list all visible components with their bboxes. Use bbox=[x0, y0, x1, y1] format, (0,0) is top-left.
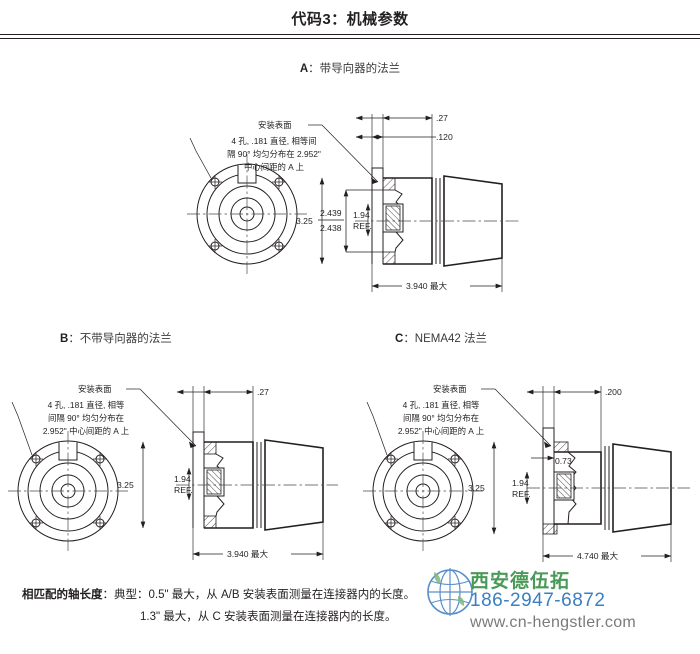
section-a-drawing: 安装表面 4 孔, .181 直径, 相等间 隔 90° 均匀分布在 2.952… bbox=[150, 96, 570, 316]
dim-a-ref-word: REF. bbox=[353, 221, 372, 231]
section-a-caption: A：带导向器的法兰 bbox=[0, 60, 700, 76]
dim-a-length: 3.940 最大 bbox=[406, 280, 447, 291]
dim-b-ref-word: REF. bbox=[174, 485, 193, 495]
mounting-holes bbox=[208, 175, 286, 253]
dim-a-ref-val: 1.94 bbox=[353, 210, 370, 220]
note-c-holes-line3: 2.952" 中心间距的 A 上 bbox=[398, 426, 484, 436]
section-c-caption: C：NEMA42 法兰 bbox=[395, 330, 487, 346]
note-c-mounting-surface: 安装表面 bbox=[433, 384, 467, 394]
dim-c-ref-word: REF. bbox=[512, 489, 531, 499]
dim-b-length: 3.940 最大 bbox=[227, 548, 268, 559]
dim-c-flange-dia: 3.25 bbox=[468, 483, 485, 493]
note-b-holes-line2: 间隔 90° 均匀分布在 bbox=[48, 413, 124, 423]
dim-b-ref-val: 1.94 bbox=[174, 474, 191, 484]
note-holes-line3: 中心间距的 A 上 bbox=[244, 162, 304, 172]
footer-text-1: ：典型：0.5" 最大，从 A/B 安装表面测量在连接器内的长度。 bbox=[102, 589, 416, 601]
section-b-caption-text: ：不带导向器的法兰 bbox=[68, 333, 172, 345]
dim-b-27: .27 bbox=[257, 387, 269, 397]
section-a-dimensions: .27 .120 2.439 2.438 3.25 1.94 REF. bbox=[296, 113, 503, 292]
footer-line-1: 相匹配的轴长度：典型：0.5" 最大，从 A/B 安装表面测量在连接器内的长度。 bbox=[22, 586, 415, 602]
section-c-letter: C bbox=[395, 333, 404, 345]
watermark-phone: 186-2947-6872 bbox=[470, 590, 606, 611]
section-a-side-view bbox=[355, 167, 520, 267]
note-b-holes-line3: 2.952" 中心间距的 A 上 bbox=[43, 426, 129, 436]
footer-line-2: 1.3" 最大，从 C 安装表面测量在连接器内的长度。 bbox=[140, 611, 397, 623]
note-mounting-surface: 安装表面 bbox=[258, 120, 292, 130]
dim-a-bore-upper: 2.439 bbox=[320, 208, 342, 218]
dim-c-ref-val: 1.94 bbox=[512, 478, 529, 488]
note-b-mounting-surface: 安装表面 bbox=[78, 384, 112, 394]
section-c-notes: 安装表面 4 孔, .181 直径, 相等 间隔 90° 均匀分布在 2.952… bbox=[398, 384, 552, 448]
title-divider bbox=[0, 34, 700, 39]
dim-c-length: 4.740 最大 bbox=[577, 550, 618, 561]
dim-a-120: .120 bbox=[436, 132, 453, 142]
dim-b-flange-dia: 3.25 bbox=[117, 480, 134, 490]
dim-a-27: .27 bbox=[436, 113, 448, 123]
section-b-front-view bbox=[8, 401, 128, 551]
section-a-letter: A bbox=[299, 63, 309, 75]
section-b-drawing: 安装表面 4 孔, .181 直径, 相等 间隔 90° 均匀分布在 2.952… bbox=[0, 378, 340, 578]
section-b-letter: B bbox=[60, 333, 69, 345]
section-c-side-view bbox=[527, 427, 690, 535]
section-c-front-view bbox=[363, 401, 483, 551]
dim-c-073: 0.73 bbox=[555, 456, 572, 466]
page-title: 代码3：机械参数 bbox=[291, 11, 409, 28]
dim-c-200: .200 bbox=[605, 387, 622, 397]
note-c-holes-line1: 4 孔, .181 直径, 相等 bbox=[403, 400, 480, 410]
section-c-caption-text: ：NEMA42 法兰 bbox=[403, 333, 488, 345]
section-c-drawing: 安装表面 4 孔, .181 直径, 相等 间隔 90° 均匀分布在 2.952… bbox=[355, 378, 700, 578]
section-b-notes: 安装表面 4 孔, .181 直径, 相等 间隔 90° 均匀分布在 2.952… bbox=[43, 384, 197, 448]
section-a-caption-text: ：带导向器的法兰 bbox=[308, 63, 401, 75]
section-b-dimensions: .27 3.25 1.94 REF. 3.940 最大 bbox=[117, 386, 324, 560]
dim-a-flange-dia: 3.25 bbox=[296, 216, 313, 226]
note-c-holes-line2: 间隔 90° 均匀分布在 bbox=[403, 413, 479, 423]
section-c-dimensions: .200 3.25 1.94 REF. 0.73 4.740 最大 bbox=[468, 386, 672, 562]
note-b-holes-line1: 4 孔, .181 直径, 相等 bbox=[48, 400, 125, 410]
section-a-notes: 安装表面 4 孔, .181 直径, 相等间 隔 90° 均匀分布在 2.952… bbox=[227, 120, 379, 184]
section-b-caption: B：不带导向器的法兰 bbox=[60, 330, 172, 346]
section-b-side-view bbox=[176, 431, 338, 531]
note-holes-line1: 4 孔, .181 直径, 相等间 bbox=[231, 136, 316, 146]
note-holes-line2: 隔 90° 均匀分布在 2.952" bbox=[227, 149, 321, 159]
watermark-website: www.cn-hengstler.com bbox=[470, 614, 637, 631]
section-a-front-view bbox=[187, 137, 307, 274]
footer-label: 相匹配的轴长度 bbox=[22, 589, 103, 601]
dim-a-bore-lower: 2.438 bbox=[320, 223, 342, 233]
